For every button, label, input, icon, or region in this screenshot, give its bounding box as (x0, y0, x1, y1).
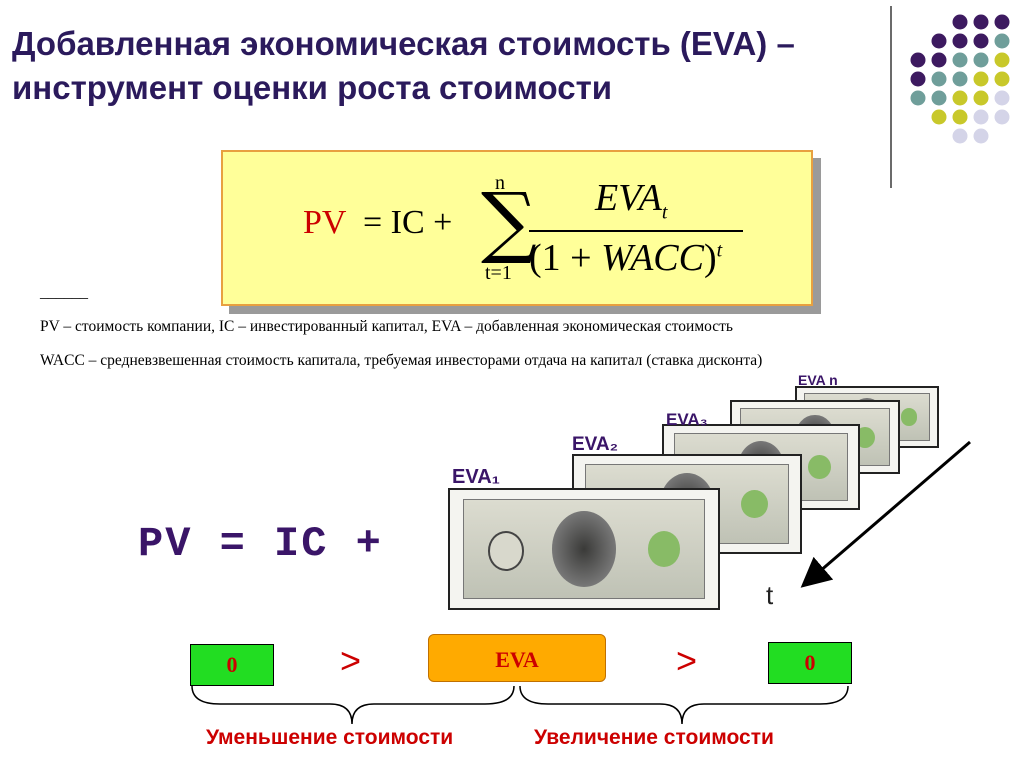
decorative-dot (994, 71, 1010, 87)
fraction-bar (529, 230, 743, 232)
decorative-dot (910, 52, 926, 68)
decorative-dot (973, 52, 989, 68)
decorative-dot (994, 33, 1010, 49)
decorative-dot (994, 14, 1010, 30)
decorative-dot (952, 33, 968, 49)
decorative-dot (952, 14, 968, 30)
pv-equation-text: PV = IC + (138, 520, 383, 568)
formula-ic: = IC + (363, 204, 453, 241)
decorative-dot (910, 90, 926, 106)
greater-than-left: > (340, 640, 362, 681)
decorative-dot (994, 109, 1010, 125)
eva-label-1: EVA₁ (452, 466, 500, 488)
denominator-close: ) (704, 237, 717, 279)
slide-title: Добавленная экономическая стоимость (EVA… (12, 22, 892, 110)
eva-label-n: EVA n (798, 372, 838, 388)
brace-icons (191, 685, 849, 725)
decrease-label: Уменьшение стоимости (206, 726, 454, 749)
formula-numerator: EVAt (595, 176, 667, 225)
decorative-dot (952, 109, 968, 125)
decorative-dot (910, 71, 926, 87)
zero-box-left: 0 (190, 644, 274, 686)
decorative-dot (973, 33, 989, 49)
sum-upper-limit: n (495, 172, 505, 194)
note-line-2: WACC – средневзвешенная стоимость капита… (40, 352, 763, 369)
zero-box-right: 0 (768, 642, 852, 684)
denominator-var: WACC (601, 237, 704, 279)
increase-label: Увеличение стоимости (534, 726, 774, 749)
notes-separator: ______ (40, 284, 88, 301)
sum-sigma-icon: ∑ (481, 177, 537, 267)
decorative-dot (973, 128, 989, 144)
banknote-eva-1 (448, 488, 720, 610)
denominator-open: (1 + (529, 237, 602, 279)
decorative-dot (952, 90, 968, 106)
decorative-dot (931, 109, 947, 125)
decorative-dot (931, 90, 947, 106)
time-label: t (766, 580, 774, 610)
eva-box: EVA (428, 634, 606, 682)
eva-label-3: EVA₃ (666, 410, 708, 429)
decorative-dot (952, 128, 968, 144)
decorative-dot (994, 90, 1010, 106)
title-line-1: Добавленная экономическая стоимость (EVA… (12, 25, 795, 62)
decorative-vertical-line (890, 6, 892, 188)
formula-denominator: (1 + WACC)t (529, 236, 722, 280)
formula-pv: PV (303, 204, 347, 241)
note-line-1: PV – стоимость компании, IC – инвестиров… (40, 318, 733, 335)
decorative-dot-grid (910, 14, 1010, 144)
decorative-dot (952, 71, 968, 87)
formula-box: PV = IC + n ∑ t=1 EVAt (1 + WACC)t (221, 150, 813, 306)
decorative-dot (952, 52, 968, 68)
greater-than-right: > (676, 640, 698, 681)
decorative-dot (994, 52, 1010, 68)
decorative-dot (931, 33, 947, 49)
numerator-subscript: t (661, 201, 668, 224)
numerator-text: EVA (595, 177, 662, 219)
title-line-2: инструмент оценки роста стоимости (12, 69, 613, 106)
decorative-dot (973, 14, 989, 30)
time-arrow-icon (800, 440, 971, 588)
eva-label-2: EVA₂ (572, 434, 619, 455)
decorative-dot (973, 71, 989, 87)
denominator-sup: t (716, 239, 723, 262)
decorative-dot (973, 90, 989, 106)
sum-lower-limit: t=1 (485, 262, 512, 284)
decorative-dot (931, 71, 947, 87)
decorative-dot (973, 109, 989, 125)
decorative-dot (931, 52, 947, 68)
